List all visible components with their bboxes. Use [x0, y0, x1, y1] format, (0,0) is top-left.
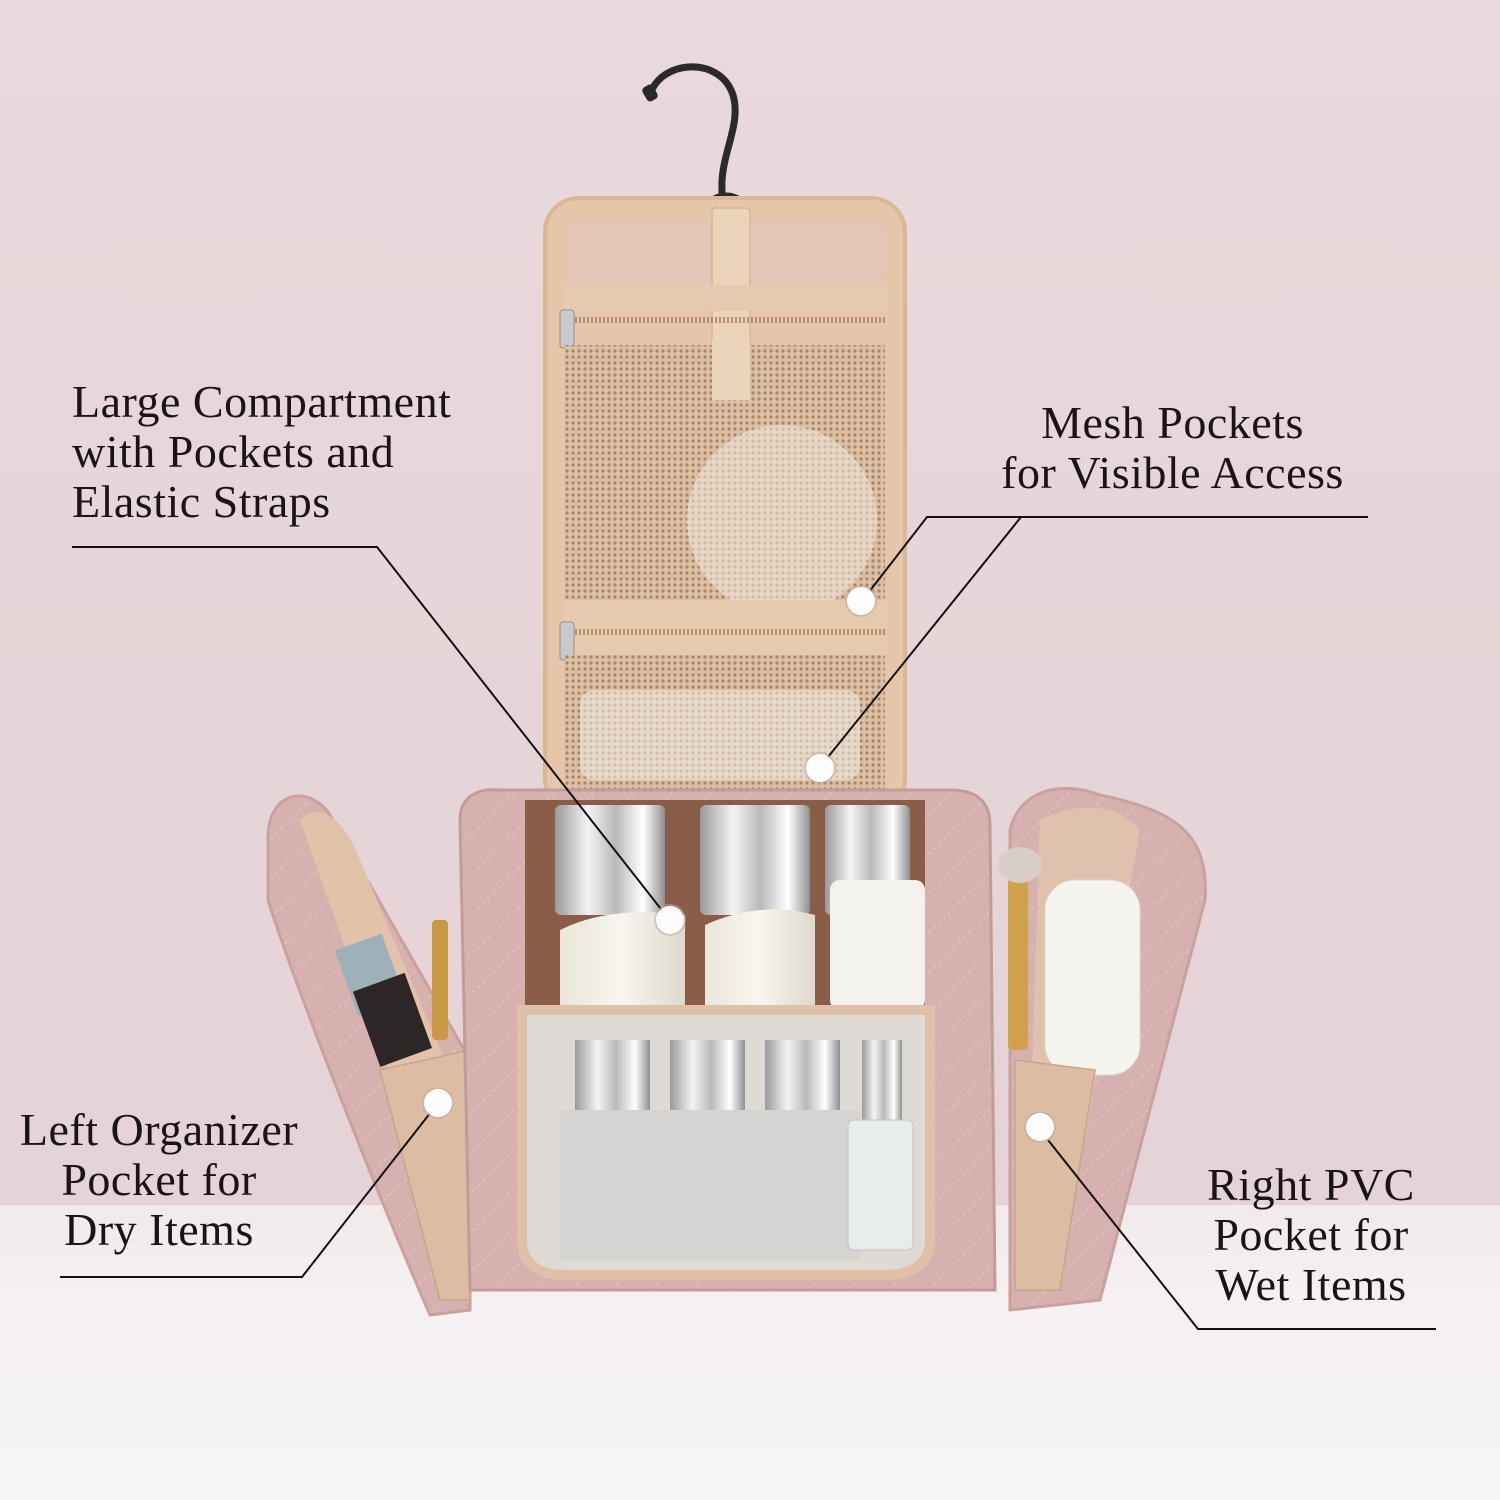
callout-text-line: for Visible Access [1001, 447, 1344, 498]
marker-dot-icon [806, 754, 834, 782]
callout-text-line: Mesh Pockets [1041, 397, 1304, 448]
leader-line-left-organizer [60, 1102, 439, 1278]
callout-text-line: Pocket for [1213, 1209, 1409, 1260]
leader-line-large-compartment [72, 546, 669, 919]
callout-text-line: Wet Items [1215, 1259, 1407, 1310]
callout-large-compartment: Large Compartment with Pockets and Elast… [72, 377, 451, 527]
callout-text-line: Pocket for [61, 1154, 257, 1205]
callout-text-line: Elastic Straps [72, 476, 331, 527]
callout-left-organizer: Left Organizer Pocket for Dry Items [8, 1105, 310, 1255]
callout-mesh-pockets: Mesh Pockets for Visible Access [975, 398, 1370, 498]
marker-dot-icon [1026, 1113, 1054, 1141]
callout-text-line: Dry Items [64, 1204, 254, 1255]
marker-dot-icon [847, 587, 875, 615]
callout-right-pvc: Right PVC Pocket for Wet Items [1198, 1160, 1424, 1310]
callout-text-line: with Pockets and [72, 426, 395, 477]
callout-text-line: Large Compartment [72, 376, 452, 427]
marker-dot-icon [656, 906, 684, 934]
leader-line-mesh-pocket-bottom [819, 516, 1022, 768]
leader-line-mesh-pocket-top [861, 516, 1368, 602]
callout-text-line: Right PVC [1207, 1159, 1415, 1210]
leader-line-right-pvc [1047, 1139, 1436, 1330]
callout-text-line: Left Organizer [19, 1104, 299, 1155]
marker-dot-icon [424, 1089, 452, 1117]
